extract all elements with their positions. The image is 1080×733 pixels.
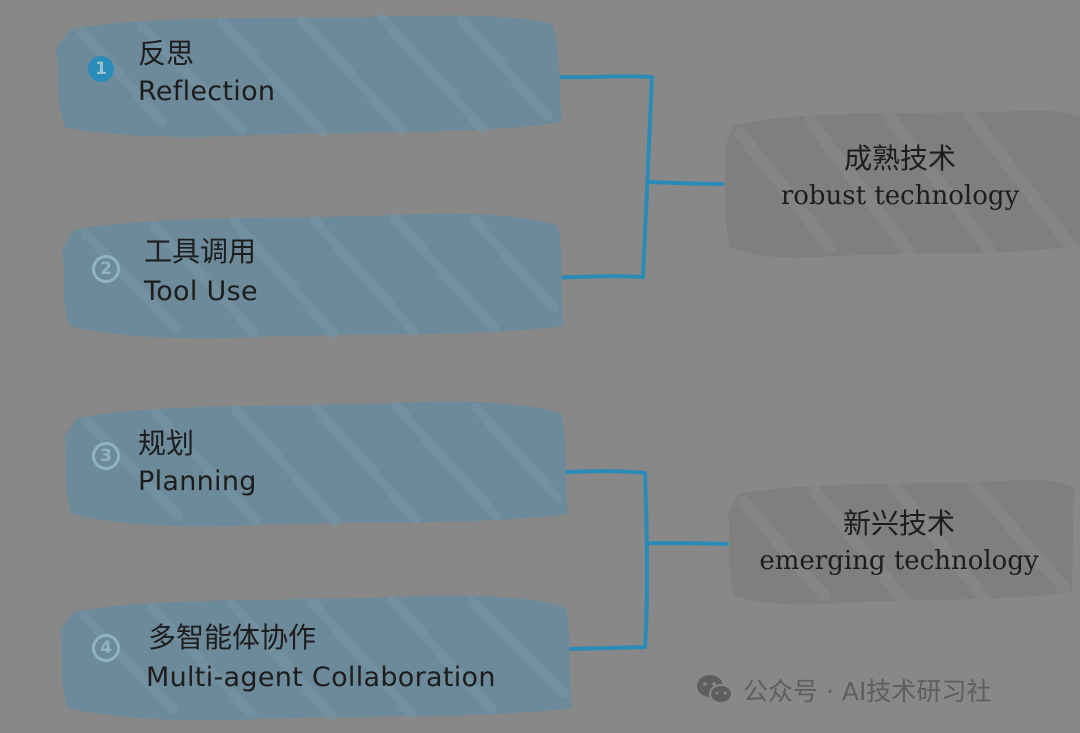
brush-stroke-shape — [60, 595, 572, 721]
wechat-icon — [697, 675, 733, 704]
item-label-zh: 规划 — [138, 427, 195, 460]
category-label-zh: 新兴技术 — [842, 507, 955, 540]
brush-stroke-shape — [56, 13, 562, 137]
brush-stroke-shape — [728, 478, 1074, 606]
category-label-en: emerging technology — [759, 546, 1039, 576]
item-label-zh: 多智能体协作 — [148, 621, 317, 654]
technique-planning: 3 规划 Planning — [60, 398, 570, 528]
bracket-connector-emerging — [548, 469, 729, 651]
number-badge-1: 1 — [88, 56, 114, 82]
number-badge-3: 3 — [92, 442, 120, 470]
item-label-en: Multi-agent Collaboration — [146, 662, 496, 693]
watermark: 公众号 · AI技术研习社 — [695, 670, 991, 710]
item-label-en: Planning — [138, 466, 257, 497]
item-label-zh: 工具调用 — [144, 235, 257, 268]
technique-tool-use: 2 工具调用 Tool Use — [58, 208, 566, 340]
category-robust-technology: 成熟技术 robust technology — [720, 105, 1080, 260]
number-badge-4: 4 — [92, 634, 120, 662]
watermark-text: 公众号 · AI技术研习社 — [743, 677, 992, 706]
category-label-en: robust technology — [780, 181, 1020, 211]
technique-multi-agent-collaboration: 4 多智能体协作 Multi-agent Collaboration — [56, 590, 576, 722]
brush-stroke-shape — [64, 401, 568, 527]
item-label-zh: 反思 — [138, 37, 195, 70]
item-label-en: Reflection — [138, 76, 276, 107]
number-badge-2: 2 — [92, 255, 120, 283]
item-label-en: Tool Use — [144, 276, 258, 307]
technique-reflection: 1 反思 Reflection — [52, 12, 564, 140]
category-label-zh: 成熟技术 — [843, 142, 956, 175]
brush-stroke-shape — [724, 109, 1080, 259]
category-emerging-technology: 新兴技术 emerging technology — [724, 476, 1074, 606]
bracket-connector-robust — [543, 74, 724, 280]
brush-stroke-shape — [62, 213, 564, 339]
